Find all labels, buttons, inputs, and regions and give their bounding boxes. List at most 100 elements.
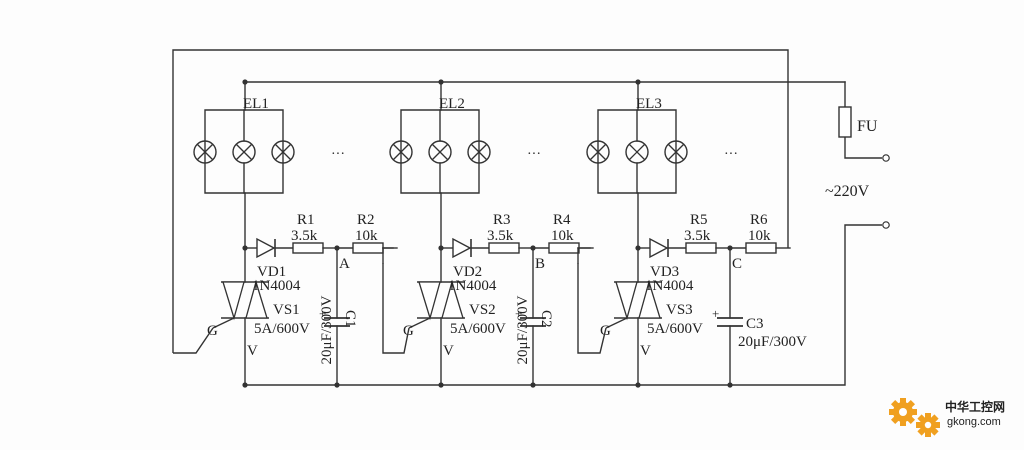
junction-dot (635, 382, 641, 388)
logo-url: gkong.com (947, 416, 1001, 428)
lamp-cross (668, 144, 684, 160)
triac-label: VS1 (273, 302, 300, 318)
triac-rating-label: 5A/600V (450, 321, 506, 337)
triac-gate-lead (408, 317, 431, 329)
resistor-symbol (685, 242, 717, 254)
lamp-label: EL3 (636, 96, 662, 112)
resistor-symbol (488, 242, 520, 254)
terminal-l (882, 154, 890, 162)
gear-hole (899, 408, 907, 416)
triac-triangle (441, 279, 464, 319)
resistor-value: 3.5k (487, 228, 514, 244)
triac-symbol (408, 279, 465, 329)
resistor-label: R2 (357, 212, 375, 228)
junction-dot (438, 79, 444, 85)
junction-dot (530, 382, 536, 388)
v-label: V (640, 343, 651, 359)
cap-plus-sign: + (319, 306, 326, 321)
resistor-value: 10k (551, 228, 574, 244)
diode-symbol (649, 237, 669, 259)
v-label: V (443, 343, 454, 359)
lamp-circle (271, 140, 295, 164)
resistor-symbol (548, 242, 580, 254)
resistor-value: 10k (748, 228, 771, 244)
lamp-symbol (193, 140, 217, 164)
gear-icon (916, 413, 940, 437)
triac-symbol (605, 279, 662, 329)
diode-symbol (256, 237, 276, 259)
junction-dot (242, 382, 248, 388)
gear-tooth (925, 430, 931, 437)
lamp-symbol (271, 140, 295, 164)
capacitor-value: 20μF/300V (738, 334, 807, 350)
resistor-symbol (292, 242, 324, 254)
triac-rating-label: 5A/600V (254, 321, 310, 337)
resistor-value: 3.5k (684, 228, 711, 244)
gear-hole (924, 421, 932, 429)
lamp-symbol (467, 140, 491, 164)
gear-tooth (925, 413, 931, 420)
diode-type-label: 1N4004 (448, 278, 497, 294)
lamp-cross (236, 144, 252, 160)
diode-type-label: 1N4004 (252, 278, 301, 294)
diode-label: VD2 (453, 264, 482, 280)
junction-dot (438, 382, 444, 388)
cap-plus-sign: + (712, 306, 719, 321)
junction-dot (242, 79, 248, 85)
gate-label: G (207, 323, 218, 339)
lamp-cross (471, 144, 487, 160)
resistor-label: R4 (553, 212, 571, 228)
diode-label: VD3 (650, 264, 679, 280)
resistor-label: R1 (297, 212, 315, 228)
bottom-bus-wire (245, 224, 882, 386)
triac-rating-label: 5A/600V (647, 321, 703, 337)
resistor-symbol (352, 242, 384, 254)
junction-dot (635, 79, 641, 85)
capacitor-label: C3 (746, 316, 764, 332)
capacitor-value: 20μF/300V (515, 295, 531, 364)
junction-dot (334, 382, 340, 388)
gear-tooth (900, 419, 906, 426)
diode-label: VD1 (257, 264, 286, 280)
fuse-label: FU (857, 118, 878, 135)
diode-symbol (452, 237, 472, 259)
resistor-symbol (745, 242, 777, 254)
lamp-cross (393, 144, 409, 160)
triac-symbol (212, 279, 269, 329)
lamp-circle (467, 140, 491, 164)
outer-loop-wire (172, 49, 789, 353)
capacitor-value: 20μF/300V (319, 295, 335, 364)
gear-tooth (900, 398, 906, 405)
resistor-label: R6 (750, 212, 768, 228)
triac-label: VS3 (666, 302, 693, 318)
lamp-cross (275, 144, 291, 160)
lamp-symbol (625, 140, 649, 164)
resistor-value: 3.5k (291, 228, 318, 244)
capacitor-label: C1 (342, 310, 358, 328)
gate-wire-3 (577, 263, 607, 354)
resistor-label: R5 (690, 212, 708, 228)
lamp-symbol (389, 140, 413, 164)
lamp-circle (664, 140, 688, 164)
triac-gate-lead (605, 317, 628, 329)
triac-gate-lead (212, 317, 235, 329)
lamp-symbol (586, 140, 610, 164)
lamp-label: EL1 (243, 96, 269, 112)
terminal-n (882, 221, 890, 229)
node-label: A (339, 256, 350, 272)
ellipsis: ··· (527, 147, 541, 162)
diode-type-label: 1N4004 (645, 278, 694, 294)
lamp-circle (586, 140, 610, 164)
triac-triangle (222, 281, 245, 321)
resistor-label: R3 (493, 212, 511, 228)
lamp-cross (590, 144, 606, 160)
lamp-symbol (428, 140, 452, 164)
lamp-cross (432, 144, 448, 160)
junction-dot (727, 382, 733, 388)
lamp-symbol (664, 140, 688, 164)
v-label: V (247, 343, 258, 359)
lamp-cross (197, 144, 213, 160)
lamp-circle (193, 140, 217, 164)
ellipsis: ··· (724, 147, 738, 162)
